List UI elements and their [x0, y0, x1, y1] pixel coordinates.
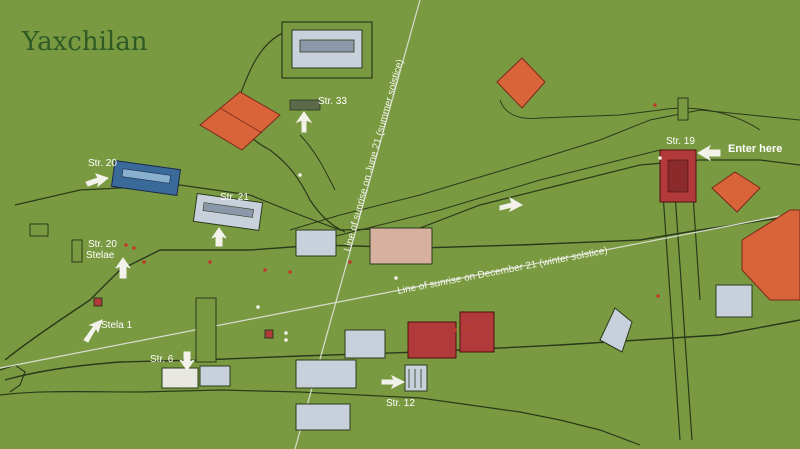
hill-path-2: [299, 99, 761, 191]
structure-east-grey: [715, 284, 753, 318]
hill-path: [236, 29, 346, 233]
stela-1-marker: [93, 297, 103, 307]
structure-21: [192, 192, 264, 232]
river-edge: [0, 389, 641, 446]
arrow-icon: [179, 351, 195, 371]
arrow-icon: [295, 111, 313, 133]
arrow-icon: [211, 227, 227, 247]
arrow-icon: [83, 319, 103, 343]
red-building-2: [459, 311, 495, 353]
label-stela1: Stela 1: [101, 320, 133, 331]
structure-6: [161, 367, 199, 389]
structure-central-pink: [369, 227, 433, 265]
structure-6-annex: [199, 365, 231, 387]
structure-south-grey-3: [344, 329, 386, 359]
label-str21: Str. 21: [220, 192, 249, 203]
structure-20: [110, 159, 182, 197]
stelae-markers: [124, 103, 660, 332]
white-markers: [256, 156, 662, 342]
arrow-icon: [85, 173, 110, 188]
arrow-icon: [499, 196, 524, 213]
structure-west-small-1: [71, 239, 83, 263]
label-str20-stelae-2: Stelae: [86, 250, 115, 261]
structure-west-small-2: [29, 223, 49, 237]
orange-roof-east-1: [711, 171, 761, 213]
orange-roof-east-2: [741, 209, 800, 301]
structure-south-small: [264, 329, 274, 339]
arrow-icon: [697, 144, 721, 162]
map-title: Yaxchilan: [21, 27, 148, 57]
arrow-icon: [115, 257, 131, 279]
label-str20-stelae-1: Str. 20: [88, 239, 117, 250]
structure-19: [659, 149, 697, 203]
label-str6: Str. 6: [150, 354, 174, 365]
arrow-icon: [381, 374, 406, 390]
structure-south-grey-2: [295, 403, 351, 431]
label-str19: Str. 19: [666, 136, 695, 147]
orange-roof-northeast: [496, 57, 546, 109]
label-enter-here: Enter here: [728, 143, 782, 155]
winter-solstice-line: [0, 211, 800, 369]
orange-roof-north: [199, 91, 281, 151]
structure-33: [281, 21, 373, 111]
west-edge: [0, 364, 26, 393]
arrows: [83, 111, 721, 390]
label-str12: Str. 12: [386, 398, 415, 409]
upper-path: [289, 109, 800, 246]
plaza-outline: [4, 214, 800, 381]
structure-west-long: [195, 297, 217, 363]
label-str33: Str. 33: [318, 96, 347, 107]
grey-roof-south: [599, 307, 633, 353]
red-building-1: [407, 321, 457, 359]
label-str20: Str. 20: [88, 158, 117, 169]
structure-south-grey-1: [295, 359, 357, 389]
structure-east-small: [677, 97, 689, 121]
structure-central-grey: [295, 229, 337, 257]
structure-12: [404, 364, 428, 392]
